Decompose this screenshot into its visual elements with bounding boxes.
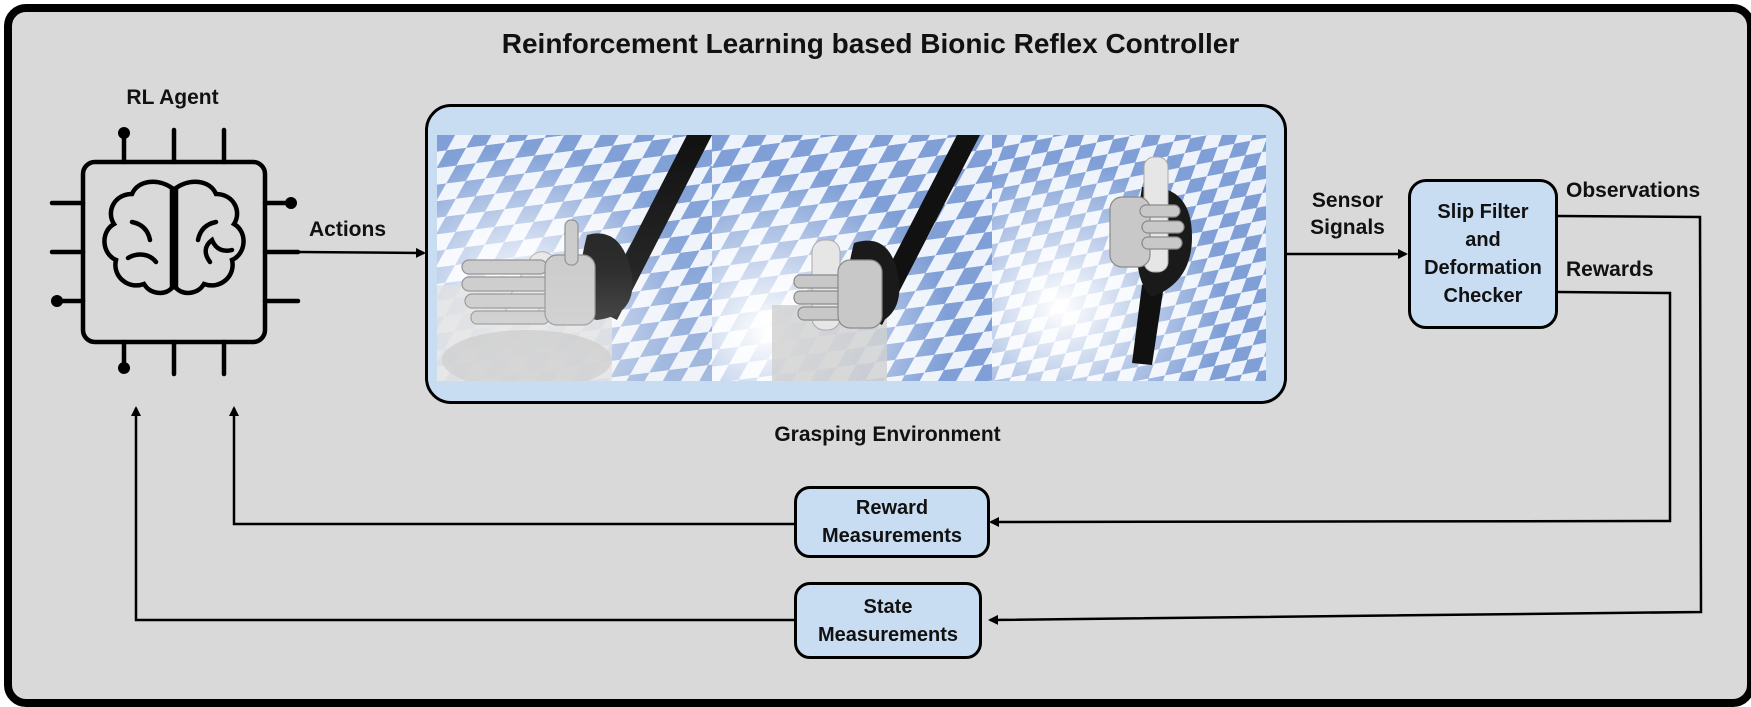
state-measurements-node: State Measurements — [794, 582, 982, 659]
observations-label: Observations — [1566, 179, 1701, 202]
scene-2 — [712, 135, 992, 381]
brain-chip-icon — [49, 127, 301, 377]
rewards-label: Rewards — [1566, 258, 1654, 281]
slip-filter-node: Slip Filter and Deformation Checker — [1408, 179, 1558, 329]
environment-label: Grasping Environment — [774, 423, 1001, 446]
agent-label: RL Agent — [126, 86, 219, 109]
sensor-signals-label: Sensor Signals — [1310, 189, 1385, 239]
actions-label: Actions — [309, 218, 387, 241]
scene-3 — [992, 135, 1266, 381]
grasping-environment — [425, 104, 1287, 404]
diagram-title: Reinforcement Learning based Bionic Refl… — [501, 28, 1240, 59]
scene-1 — [437, 135, 712, 381]
reward-measurements-node: Reward Measurements — [794, 486, 990, 558]
